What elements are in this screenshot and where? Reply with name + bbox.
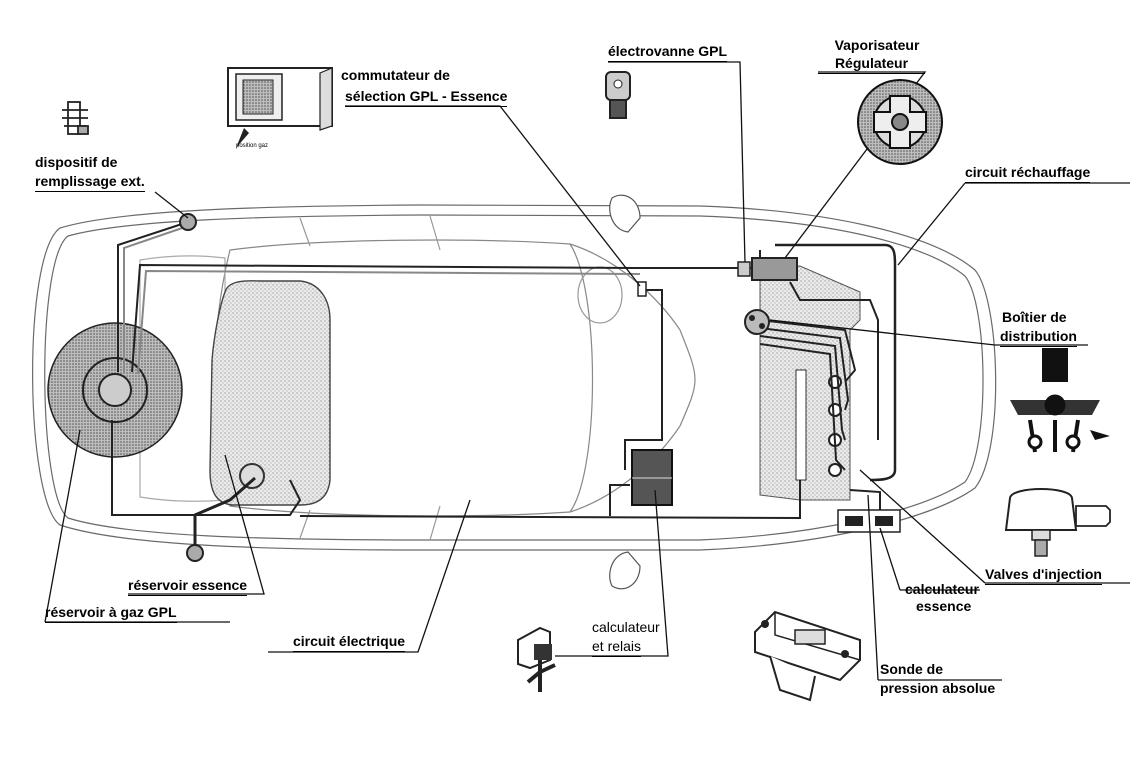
selector-switch-illustration (227, 67, 333, 148)
label-distribution-line1: Boîtier de (1002, 309, 1067, 325)
injection-valve-illustration (1004, 488, 1111, 557)
label-distribution-line2: distribution (1000, 327, 1077, 347)
switch-connector (637, 281, 647, 297)
label-electrical-circuit: circuit électrique (293, 632, 406, 652)
label-filler-line2: remplissage ext. (35, 172, 145, 192)
label-ecu-relay-line1: calculateur (592, 619, 660, 635)
label-vaporiser-line1: Vaporisateur (834, 37, 920, 53)
label-pressure-sensor-line2: pression absolue (880, 680, 996, 696)
gpl-tank (47, 322, 183, 458)
label-ecu-relay-line2: et relais (592, 637, 642, 657)
label-filler-line1: dispositif de (35, 154, 118, 170)
label-solenoid-valve: électrovanne GPL (608, 42, 728, 62)
label-vaporiser-line2: Régulateur (818, 54, 925, 74)
filler-cap (179, 213, 204, 562)
mirrors (609, 194, 641, 590)
label-switch-line2: sélection GPL - Essence (345, 87, 508, 107)
solenoid-valve-illustration (605, 71, 631, 119)
relay-unit (631, 449, 673, 506)
ecu-relay-illustration (517, 626, 556, 692)
label-injection-valves: Valves d'injection (985, 565, 1102, 585)
label-fuel-tank: réservoir essence (128, 576, 248, 596)
label-pressure-sensor-line1: Sonde de (880, 661, 944, 677)
fuel-tank (209, 280, 331, 506)
label-heating-circuit: circuit réchauffage (965, 163, 1091, 183)
gas-lines (111, 221, 897, 553)
vaporiser-unit (737, 257, 798, 281)
label-gpl-tank: réservoir à gaz GPL (45, 603, 177, 623)
filler-device-illustration (62, 101, 89, 135)
leader-lines (44, 61, 1130, 681)
pressure-sensor-illustration (754, 610, 861, 702)
car-outline (32, 204, 997, 551)
vaporiser-illustration (857, 79, 943, 165)
distribution-block-illustration (1010, 348, 1110, 453)
label-fuel-ecu-line1: calculateur (905, 581, 979, 597)
label-switch-line1: commutateur de (341, 67, 450, 83)
label-switch-position: position gaz (236, 143, 269, 149)
distribution-box (744, 309, 770, 335)
label-fuel-ecu-line2: essence (916, 598, 972, 614)
